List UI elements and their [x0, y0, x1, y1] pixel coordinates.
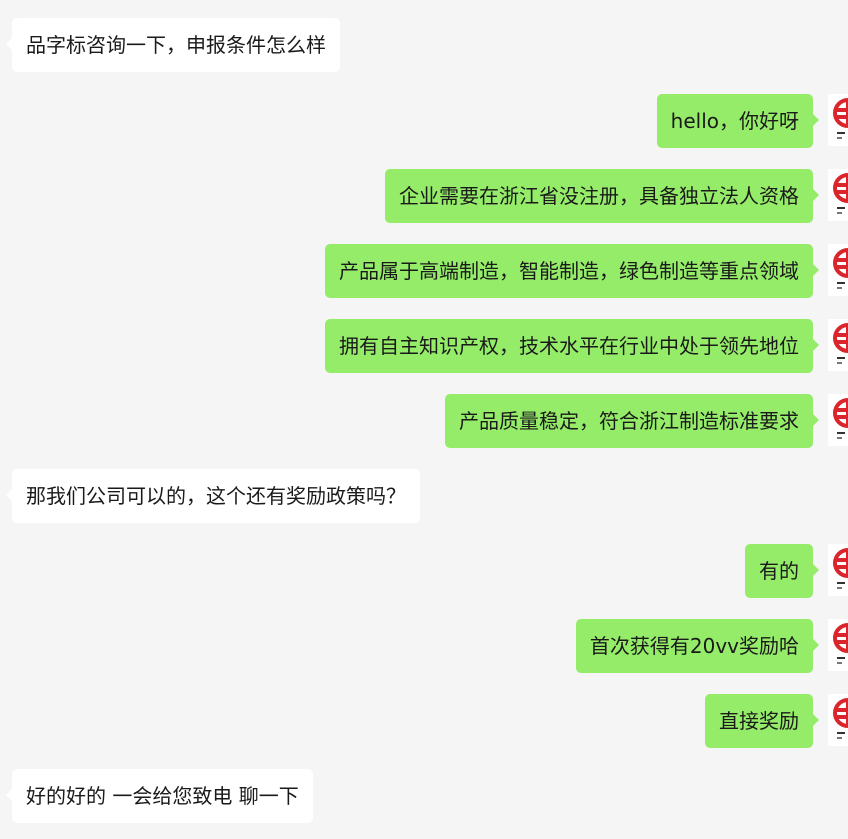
- outgoing-message-bubble[interactable]: 企业需要在浙江省没注册，具备独立法人资格: [385, 169, 819, 223]
- avatar[interactable]: [828, 544, 848, 596]
- message-row: 直接奖励: [0, 694, 848, 748]
- logo-avatar-icon: [833, 173, 848, 214]
- logo-avatar-icon: [833, 623, 848, 664]
- outgoing-message-bubble[interactable]: 拥有自主知识产权，技术水平在行业中处于领先地位: [325, 319, 819, 373]
- message-row: 那我们公司可以的，这个还有奖励政策吗？: [0, 469, 848, 523]
- outgoing-message-bubble[interactable]: 首次获得有20vv奖励哈: [575, 619, 820, 673]
- message-row: 拥有自主知识产权，技术水平在行业中处于领先地位: [0, 319, 848, 373]
- outgoing-message-bubble[interactable]: 有的: [745, 544, 819, 598]
- avatar[interactable]: [828, 169, 848, 221]
- logo-avatar-icon: [833, 698, 848, 739]
- logo-avatar-icon: [833, 323, 848, 364]
- message-row: 品字标咨询一下，申报条件怎么样: [0, 18, 848, 72]
- message-row: 有的: [0, 544, 848, 598]
- avatar[interactable]: [828, 244, 848, 296]
- message-row: hello，你好呀: [0, 94, 848, 148]
- message-row: 首次获得有20vv奖励哈: [0, 619, 848, 673]
- avatar[interactable]: [828, 694, 848, 746]
- logo-avatar-icon: [833, 248, 848, 289]
- incoming-message-bubble[interactable]: 好的好的 一会给您致电 聊一下: [6, 769, 313, 823]
- logo-avatar-icon: [833, 398, 848, 439]
- outgoing-message-bubble[interactable]: 直接奖励: [705, 694, 819, 748]
- message-row: 产品质量稳定，符合浙江制造标准要求: [0, 394, 848, 448]
- outgoing-message-bubble[interactable]: 产品质量稳定，符合浙江制造标准要求: [445, 394, 819, 448]
- outgoing-message-bubble[interactable]: hello，你好呀: [656, 94, 820, 148]
- avatar[interactable]: [828, 619, 848, 671]
- avatar[interactable]: [828, 94, 848, 146]
- incoming-message-bubble[interactable]: 品字标咨询一下，申报条件怎么样: [6, 18, 340, 72]
- message-row: 产品属于高端制造，智能制造，绿色制造等重点领域: [0, 244, 848, 298]
- logo-avatar-icon: [833, 98, 848, 139]
- incoming-message-bubble[interactable]: 那我们公司可以的，这个还有奖励政策吗？: [6, 469, 420, 523]
- avatar[interactable]: [828, 319, 848, 371]
- avatar[interactable]: [828, 394, 848, 446]
- message-row: 好的好的 一会给您致电 聊一下: [0, 769, 848, 823]
- logo-avatar-icon: [833, 548, 848, 589]
- message-row: 企业需要在浙江省没注册，具备独立法人资格: [0, 169, 848, 223]
- outgoing-message-bubble[interactable]: 产品属于高端制造，智能制造，绿色制造等重点领域: [325, 244, 819, 298]
